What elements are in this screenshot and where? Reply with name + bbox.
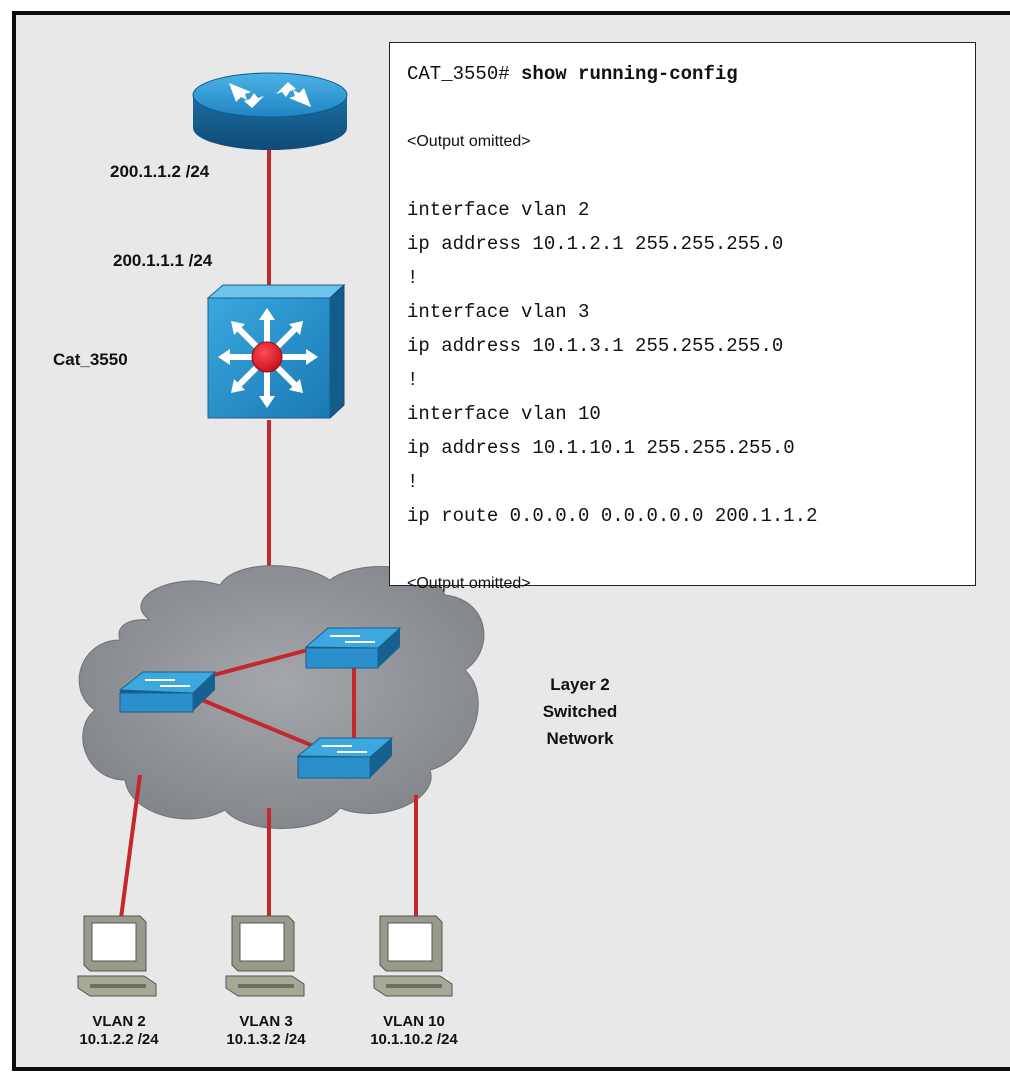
pc-icon-vlan10 <box>373 915 453 997</box>
switch-ip-label: 200.1.1.1 /24 <box>113 251 213 270</box>
console-line: ! <box>407 369 419 391</box>
host-label-vlan2: VLAN 2 10.1.2.2 /24 <box>49 1013 189 1049</box>
cloud-label-line3: Network <box>546 729 614 748</box>
console-line: interface vlan 10 <box>407 403 601 425</box>
host-ip-label: 10.1.2.2 /24 <box>79 1031 159 1048</box>
console-line: ! <box>407 267 419 289</box>
host-label-vlan10: VLAN 10 10.1.10.2 /24 <box>344 1013 484 1049</box>
host-label-vlan3: VLAN 3 10.1.3.2 /24 <box>196 1013 336 1049</box>
cloud-label-line2: Switched <box>542 702 618 721</box>
console-line: ip address 10.1.2.1 255.255.255.0 <box>407 233 784 255</box>
link-cloud-to-host-vlan2 <box>119 774 142 919</box>
console-command-line: CAT_3550# show running-config <box>407 57 975 91</box>
console-line-output-omitted: <Output omitted> <box>407 133 531 150</box>
l2-switch-icon-bottom <box>296 737 394 779</box>
console-line: interface vlan 2 <box>407 199 590 221</box>
console-line: ip route 0.0.0.0 0.0.0.0.0 200.1.1.2 <box>407 505 818 527</box>
router-ip-label: 200.1.1.2 /24 <box>110 162 210 181</box>
l2-switch-icon-top <box>304 627 402 669</box>
console-line <box>407 533 975 567</box>
switch-name-label: Cat_3550 <box>53 350 128 369</box>
pc-icon-vlan2 <box>77 915 157 997</box>
console-line-output-omitted: <Output omitted> <box>407 575 531 592</box>
host-vlan-label: VLAN 10 <box>383 1013 445 1030</box>
router-icon <box>192 72 348 150</box>
l2-switch-icon-left <box>118 671 217 713</box>
host-vlan-label: VLAN 3 <box>239 1013 293 1030</box>
console-line: ! <box>407 471 419 493</box>
console-line: ip address 10.1.3.1 255.255.255.0 <box>407 335 784 357</box>
console-line <box>407 159 975 193</box>
host-ip-label: 10.1.10.2 /24 <box>370 1031 458 1048</box>
cloud-label: Layer 2 Switched Network <box>530 671 630 752</box>
console-line: ip address 10.1.10.1 255.255.255.0 <box>407 437 795 459</box>
layer3-switch-icon <box>206 283 346 420</box>
console-line: interface vlan 3 <box>407 301 590 323</box>
host-vlan-label: VLAN 2 <box>92 1013 146 1030</box>
console-prompt: CAT_3550# <box>407 63 522 85</box>
link-sw1-to-sw3 <box>189 693 319 750</box>
console-line <box>407 91 975 125</box>
running-config-output: CAT_3550# show running-config <Output om… <box>389 42 976 592</box>
pc-icon-vlan3 <box>225 915 305 997</box>
cloud-label-line1: Layer 2 <box>550 675 610 694</box>
console-command: show running-config <box>521 63 738 85</box>
host-ip-label: 10.1.3.2 /24 <box>226 1031 306 1048</box>
